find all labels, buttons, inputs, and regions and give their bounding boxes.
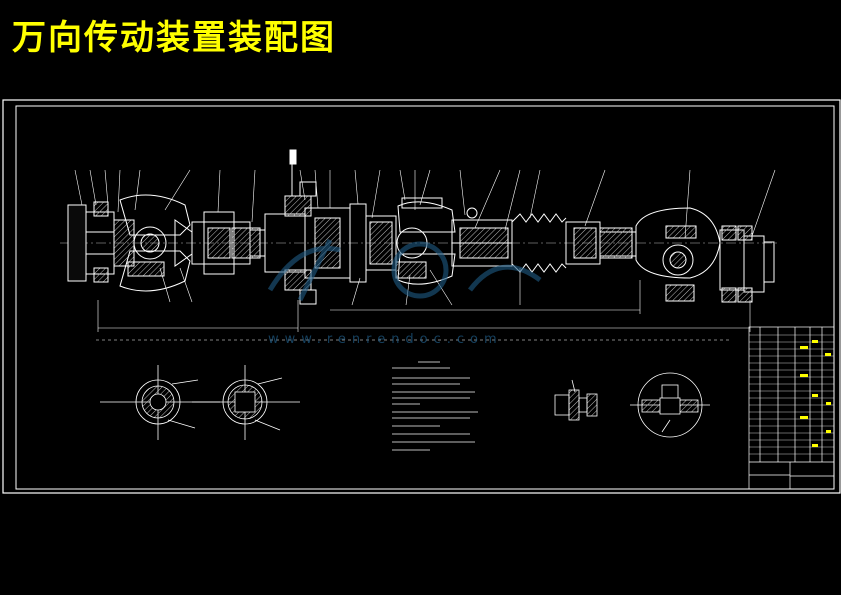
right-flange-yoke (719, 225, 775, 303)
page-title: 万向传动装置装配图 (12, 18, 336, 58)
dust-boot (511, 213, 567, 273)
middle-universal-joint (349, 197, 456, 285)
right-universal-joint (635, 207, 721, 302)
section-view-left (100, 365, 220, 440)
watermark-logo (267, 238, 542, 302)
left-tube (191, 211, 265, 275)
shaft-assembly (60, 149, 780, 341)
title-block-rows (749, 334, 834, 455)
section-view-right (192, 365, 300, 440)
part-leaders (74, 169, 776, 306)
technical-notes (392, 361, 478, 451)
detail-view-circle (630, 372, 710, 438)
watermark-text: www.renrendoc.com (268, 332, 503, 347)
detail-view-shaft (554, 379, 598, 421)
right-tube (565, 221, 637, 265)
left-universal-joint (119, 194, 193, 292)
slip-yoke-spline (451, 207, 513, 267)
title-block-highlights (800, 340, 831, 447)
drawing-frame (2, 99, 841, 494)
dimension-lines (96, 280, 751, 341)
title-block (748, 326, 835, 490)
